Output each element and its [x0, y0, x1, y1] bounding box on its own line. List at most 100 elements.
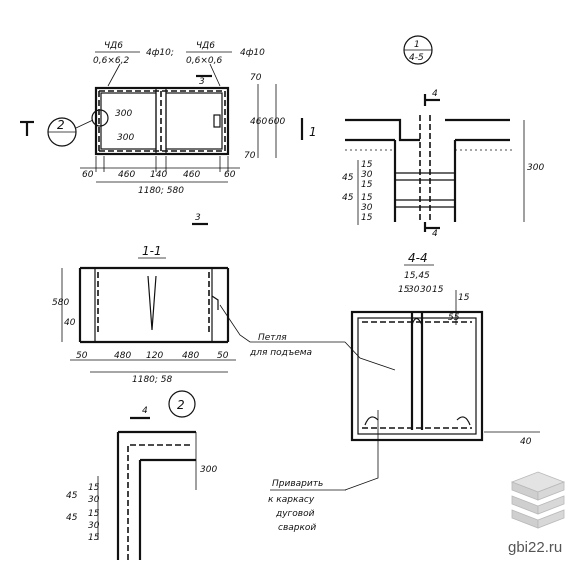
section-1-1: 1-1 580 40 50 480 120 480 50 1180; 58 — [52, 244, 236, 385]
plan-dim-300-b: 300 — [117, 133, 134, 143]
plan-dim-140: 140 — [150, 170, 167, 180]
section-4-4-dim-15a: 15 — [398, 285, 410, 295]
detail-1-number: 1 — [414, 40, 420, 50]
plan-view: 3 3 1 2 60 460 140 460 60 1180; 580 70 4… — [20, 73, 317, 226]
callout-2-leader — [75, 119, 94, 129]
detail-2-dim-15c: 15 — [88, 533, 100, 543]
rebar-spec: ЧД6 0,6×6,2 4ф10; ЧД6 0,6×0,6 4ф10 — [93, 41, 265, 87]
detail-2-dim-45b: 45 — [66, 513, 78, 523]
section-1-1-dim-480-left: 480 — [114, 351, 131, 361]
detail-2-dim-30b: 30 — [88, 521, 100, 531]
loop-leader — [219, 304, 345, 343]
plan-outline — [94, 86, 230, 156]
section-4-4: 4-4 15,45 15 30 30 15 15 55 40 — [350, 251, 540, 447]
cut-3-bottom-label: 3 — [195, 213, 201, 223]
spec-right-bottom: 0,6×0,6 — [186, 56, 222, 66]
plan-dim-460-right: 460 — [183, 170, 200, 180]
spec-left-bars: 4ф10; — [146, 48, 174, 58]
section-4-4-top-dim: 15,45 — [404, 271, 430, 281]
section-1-1-low: 40 — [64, 318, 76, 328]
section-4-4-dim-30b: 30 — [420, 285, 432, 295]
watermark-logo: gbi22.ru — [508, 471, 566, 556]
section-4-4-side-15: 15 — [458, 293, 470, 303]
detail-2-dim-15b: 15 — [88, 509, 100, 519]
weld-note: Приварить к каркасу дуговой сваркой — [268, 410, 379, 533]
section-1-1-loop — [211, 295, 219, 310]
detail-2: 2 4 300 15 30 45 45 15 30 15 — [66, 390, 217, 560]
detail-1-dim-30b: 30 — [361, 203, 373, 213]
section-1-1-dim-120: 120 — [146, 351, 163, 361]
detail-2-height: 300 — [200, 465, 217, 475]
section-1-1-total: 1180; 58 — [132, 375, 173, 385]
plan-dim-300-a: 300 — [115, 109, 132, 119]
weld-label-line1: Приварить — [272, 479, 323, 489]
detail-1-dim-15c: 15 — [361, 193, 373, 203]
spec-right-leader — [209, 63, 221, 87]
section-4-4-hook-left — [364, 416, 379, 426]
plan-dim-460: 460 — [250, 117, 267, 127]
spec-left-bottom: 0,6×6,2 — [93, 56, 129, 66]
detail-2-dim-30: 30 — [88, 495, 100, 505]
cut-3-top-label: 3 — [199, 77, 205, 87]
detail-1-scale: 4-5 — [409, 53, 424, 63]
section-1-1-mid-rib — [147, 275, 157, 331]
section-1-1-dim-50-left: 50 — [76, 351, 88, 361]
section-4-4-dim-30a: 30 — [408, 285, 420, 295]
weld-label-line3: дуговой — [275, 509, 315, 519]
detail-1-slab-left-top — [345, 118, 420, 142]
logo-slab-low-right — [537, 509, 565, 529]
detail-1-cut-top-label: 4 — [432, 89, 438, 99]
loop-label-line2: для подъема — [249, 348, 312, 358]
spec-left-top: ЧД6 — [104, 41, 123, 51]
section-1-1-height: 580 — [52, 298, 69, 308]
detail-1-dim-45a: 45 — [342, 173, 354, 183]
plan-dim-600: 600 — [268, 117, 285, 127]
loop-leader-extension — [344, 341, 396, 371]
section-1-1-title: 1-1 — [142, 244, 162, 258]
weld-label-line4: сваркой — [278, 523, 316, 533]
plan-dim-460-left: 460 — [118, 170, 135, 180]
detail-2-number: 2 — [177, 398, 185, 412]
plan-lifting-loop — [213, 114, 221, 128]
detail-1-dim-15d: 15 — [361, 213, 373, 223]
spec-right-top: ЧД6 — [196, 41, 215, 51]
section-4-4-dim-15b: 15 — [432, 285, 444, 295]
section-4-4-inner — [357, 317, 477, 435]
detail-2-circle — [168, 390, 196, 418]
detail-1: 1 4-5 4 4 300 15 30 15 45 45 15 30 15 — [342, 35, 544, 239]
section-4-4-outline — [350, 310, 484, 442]
section-4-4-hook-right — [456, 416, 471, 426]
detail-2-rebar — [127, 444, 192, 560]
detail-1-dim-30a: 30 — [361, 170, 373, 180]
loop-label-line1: Петля — [258, 333, 287, 343]
plan-dim-total: 1180; 580 — [138, 186, 184, 196]
plan-detail-circle — [91, 109, 109, 127]
detail-1-cut-bottom-label: 4 — [432, 229, 438, 239]
detail-2-cut-label: 4 — [142, 406, 148, 416]
weld-leader — [344, 410, 379, 491]
detail-1-height: 300 — [527, 163, 544, 173]
detail-1-dim-15b: 15 — [361, 180, 373, 190]
section-4-4-bottom: 40 — [520, 437, 532, 447]
detail-2-dim-15a: 15 — [88, 483, 100, 493]
weld-label-line2: к каркасу — [268, 495, 315, 505]
section-1-1-dim-50-right: 50 — [217, 351, 229, 361]
plan-dim-60-left: 60 — [82, 170, 94, 180]
logo-slab-top-right — [537, 481, 565, 501]
watermark-text: gbi22.ru — [508, 539, 562, 556]
spec-right-bars: 4ф10 — [240, 48, 265, 58]
detail-1-dim-15a: 15 — [361, 160, 373, 170]
section-4-4-hook-top — [411, 317, 423, 326]
detail-2-dim-45a: 45 — [66, 491, 78, 501]
spec-left-leader — [107, 63, 121, 87]
section-4-4-side-55: 55 — [448, 313, 460, 323]
cut-1-right-label: 1 — [309, 125, 317, 139]
detail-1-dim-45b: 45 — [342, 193, 354, 203]
section-1-1-dim-480-right: 480 — [182, 351, 199, 361]
plan-dim-70-bottom: 70 — [244, 151, 256, 161]
section-4-4-title: 4-4 — [408, 251, 428, 265]
lifting-loop-note: Петля для подъема — [219, 304, 396, 371]
plan-dim-60-right: 60 — [224, 170, 236, 180]
callout-2-number: 2 — [57, 118, 65, 132]
